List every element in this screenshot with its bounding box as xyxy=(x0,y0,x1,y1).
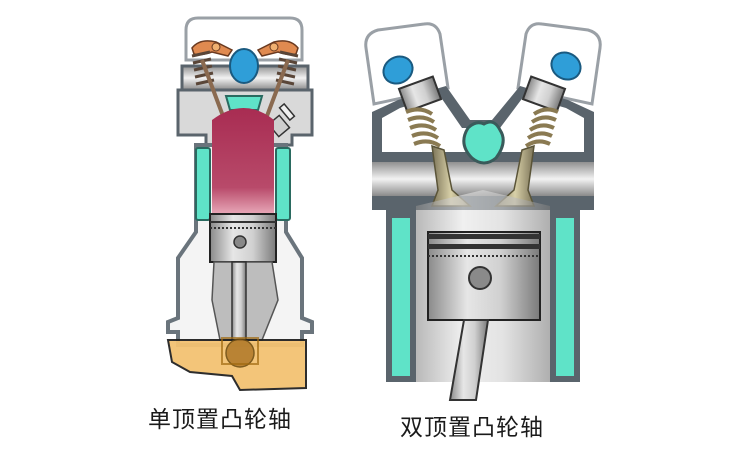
dohc-exhaust-camshaft-icon xyxy=(550,51,582,81)
sohc-connecting-rod xyxy=(231,261,247,343)
dohc-intake-camshaft-icon xyxy=(382,55,414,85)
sohc-engine xyxy=(166,16,314,392)
sohc-crank-journal xyxy=(225,338,255,368)
sohc-camshaft-icon xyxy=(229,48,259,84)
sohc-label: 单顶置凸轮轴 xyxy=(148,407,292,433)
dohc-label: 双顶置凸轮轴 xyxy=(400,415,544,441)
dohc-head-coolant xyxy=(462,120,505,165)
dohc-coolant-left xyxy=(392,218,410,376)
dohc-connecting-rod xyxy=(448,319,490,401)
sohc-coolant-right xyxy=(275,147,291,221)
dohc-valve-spring-left xyxy=(405,107,442,148)
sohc-combustion-chamber xyxy=(212,108,274,214)
dohc-piston-pin xyxy=(468,266,492,290)
dohc-coolant-right xyxy=(556,218,574,376)
dohc-engine xyxy=(364,22,602,401)
dohc-tappet-left xyxy=(397,75,443,113)
sohc-coolant-left xyxy=(195,147,211,221)
sohc-head-coolant xyxy=(224,95,264,111)
dohc-valve-spring-right xyxy=(524,107,559,148)
dohc-tappet-right xyxy=(521,75,567,113)
